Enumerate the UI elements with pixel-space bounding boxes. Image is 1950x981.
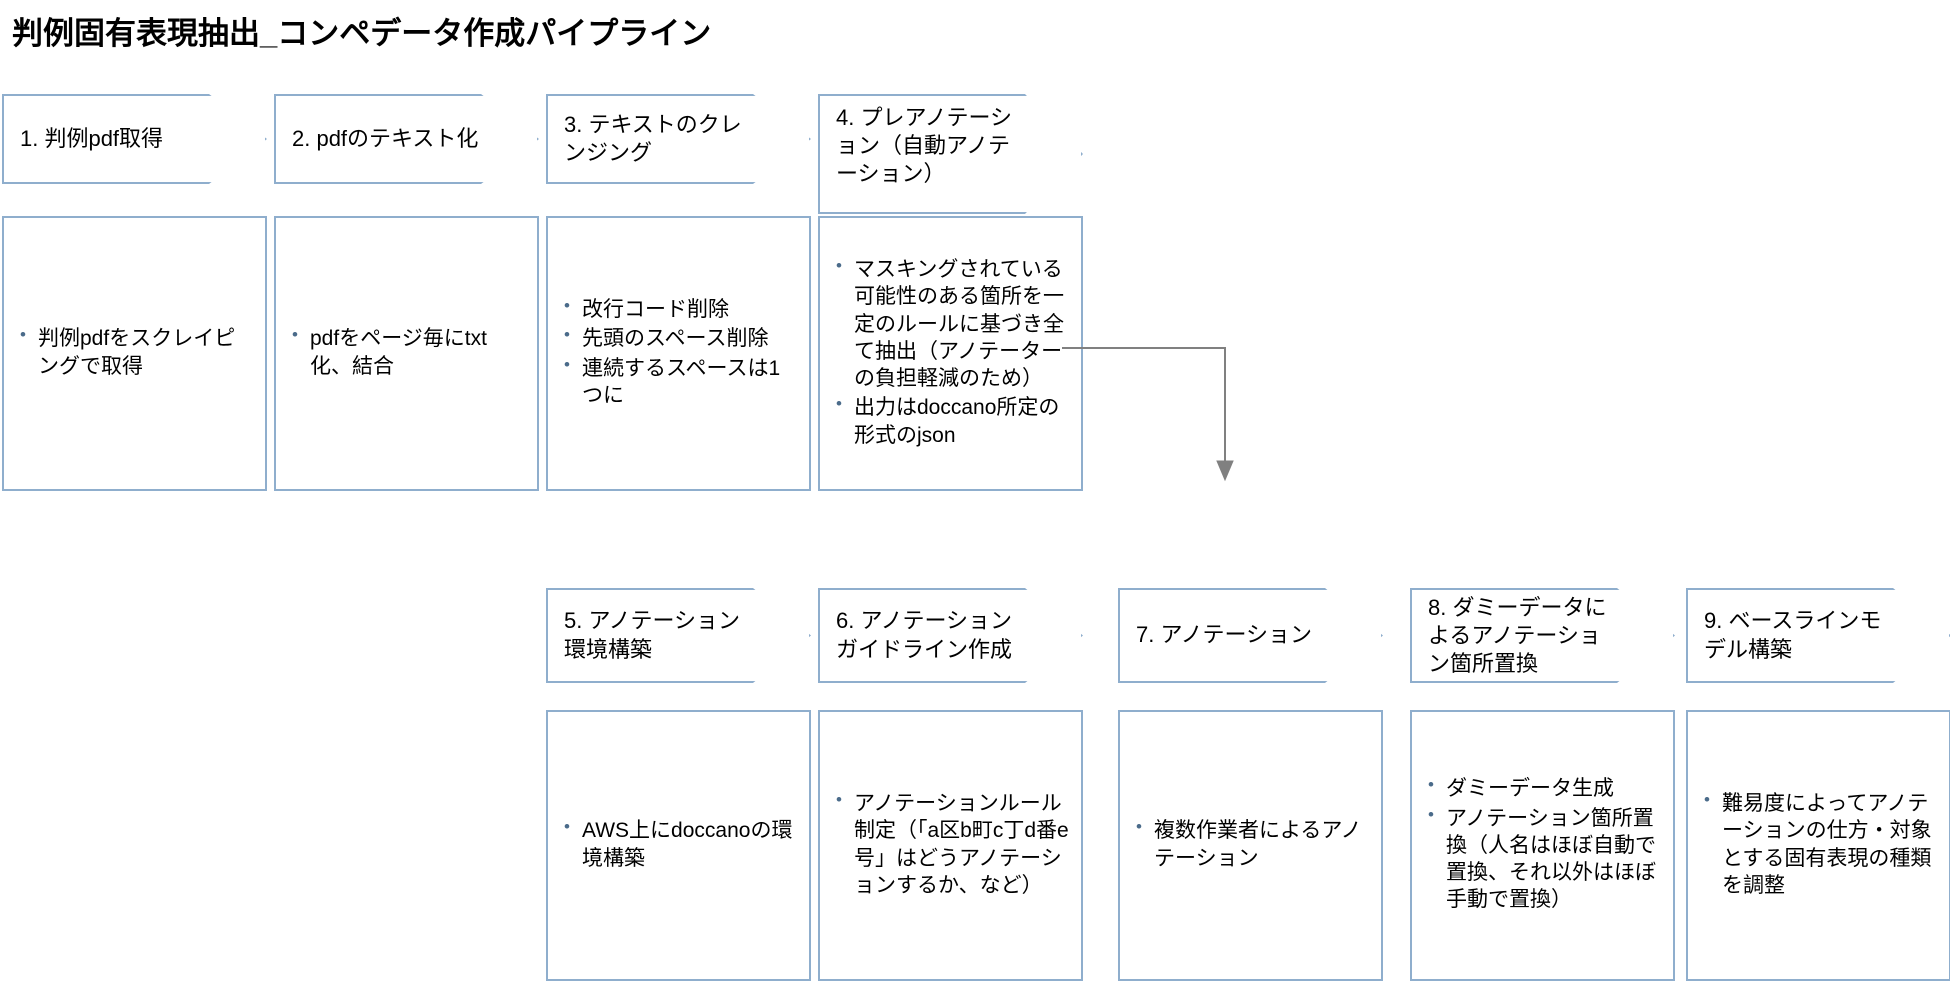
bullet-item: 先頭のスペース削除 <box>562 324 799 352</box>
chevron-shape <box>546 588 811 683</box>
step-content-8: ダミーデータ生成 アノテーション箇所置換（人名はほぼ自動で置換、それ以外はほぼ手… <box>1410 710 1675 981</box>
bullet-item: 判例pdfをスクレイピングで取得 <box>18 324 255 380</box>
bullet-list: アノテーションルール制定（「a区b町c丁d番e号」はどうアノテーションするか、な… <box>820 789 1081 901</box>
bullet-list: AWS上にdoccanoの環境構築 <box>548 816 809 874</box>
step-content-4: マスキングされている可能性のある箇所を一定のルールに基づき全て抽出（アノテーター… <box>818 216 1083 491</box>
bullet-list: 複数作業者によるアノテーション <box>1120 816 1381 874</box>
chevron-shape <box>1118 588 1383 683</box>
step-header-7[interactable]: 7. アノテーション <box>1118 588 1383 683</box>
step-header-6[interactable]: 6. アノテーションガイドライン作成 <box>818 588 1083 683</box>
chevron-shape <box>1410 588 1675 683</box>
chevron-shape <box>1686 588 1950 683</box>
step-header-2[interactable]: 2. pdfのテキスト化 <box>274 94 539 184</box>
step-content-7: 複数作業者によるアノテーション <box>1118 710 1383 981</box>
bullet-item: 連続するスペースは1つに <box>562 354 799 410</box>
step-header-8[interactable]: 8. ダミーデータによるアノテーション箇所置換 <box>1410 588 1675 683</box>
step-content-9: 難易度によってアノテーションの仕方・対象とする固有表現の種類を調整 <box>1686 710 1950 981</box>
step-content-3: 改行コード削除 先頭のスペース削除 連続するスペースは1つに <box>546 216 811 491</box>
bullet-item: マスキングされている可能性のある箇所を一定のルールに基づき全て抽出（アノテーター… <box>834 255 1071 392</box>
bullet-item: 難易度によってアノテーションの仕方・対象とする固有表現の種類を調整 <box>1702 789 1939 899</box>
bullet-list: マスキングされている可能性のある箇所を一定のルールに基づき全て抽出（アノテーター… <box>820 218 1081 451</box>
bullet-list: 判例pdfをスクレイピングで取得 <box>4 324 265 382</box>
step-header-5[interactable]: 5. アノテーション環境構築 <box>546 588 811 683</box>
bullet-item: アノテーション箇所置換（人名はほぼ自動で置換、それ以外はほぼ手動で置換） <box>1426 804 1663 914</box>
elbow-connector-arrow <box>1062 347 1234 482</box>
step-header-9[interactable]: 9. ベースラインモデル構築 <box>1686 588 1950 683</box>
step-header-1[interactable]: 1. 判例pdf取得 <box>2 94 267 184</box>
step-content-1: 判例pdfをスクレイピングで取得 <box>2 216 267 491</box>
bullet-item: pdfをページ毎にtxt化、結合 <box>290 324 527 380</box>
bullet-item: AWS上にdoccanoの環境構築 <box>562 816 799 872</box>
bullet-item: 改行コード削除 <box>562 295 799 323</box>
bullet-item: アノテーションルール制定（「a区b町c丁d番e号」はどうアノテーションするか、な… <box>834 789 1071 899</box>
bullet-list: ダミーデータ生成 アノテーション箇所置換（人名はほぼ自動で置換、それ以外はほぼ手… <box>1412 774 1673 915</box>
step-content-6: アノテーションルール制定（「a区b町c丁d番e号」はどうアノテーションするか、な… <box>818 710 1083 981</box>
step-header-4[interactable]: 4. プレアノテーション（自動アノテーション） <box>818 94 1083 214</box>
chevron-shape <box>818 588 1083 683</box>
chevron-shape <box>274 94 539 184</box>
bullet-item: 複数作業者によるアノテーション <box>1134 816 1371 872</box>
step-content-5: AWS上にdoccanoの環境構築 <box>546 710 811 981</box>
bullet-item: 出力はdoccano所定の形式のjson <box>834 393 1071 449</box>
chevron-shape <box>818 94 1083 214</box>
step-header-3[interactable]: 3. テキストのクレンジング <box>546 94 811 184</box>
chevron-shape <box>546 94 811 184</box>
bullet-item: ダミーデータ生成 <box>1426 774 1663 802</box>
chevron-shape <box>2 94 267 184</box>
bullet-list: pdfをページ毎にtxt化、結合 <box>276 324 537 382</box>
bullet-list: 改行コード削除 先頭のスペース削除 連続するスペースは1つに <box>548 295 809 411</box>
page-title: 判例固有表現抽出_コンペデータ作成パイプライン <box>12 16 712 51</box>
bullet-list: 難易度によってアノテーションの仕方・対象とする固有表現の種類を調整 <box>1688 789 1949 901</box>
step-content-2: pdfをページ毎にtxt化、結合 <box>274 216 539 491</box>
